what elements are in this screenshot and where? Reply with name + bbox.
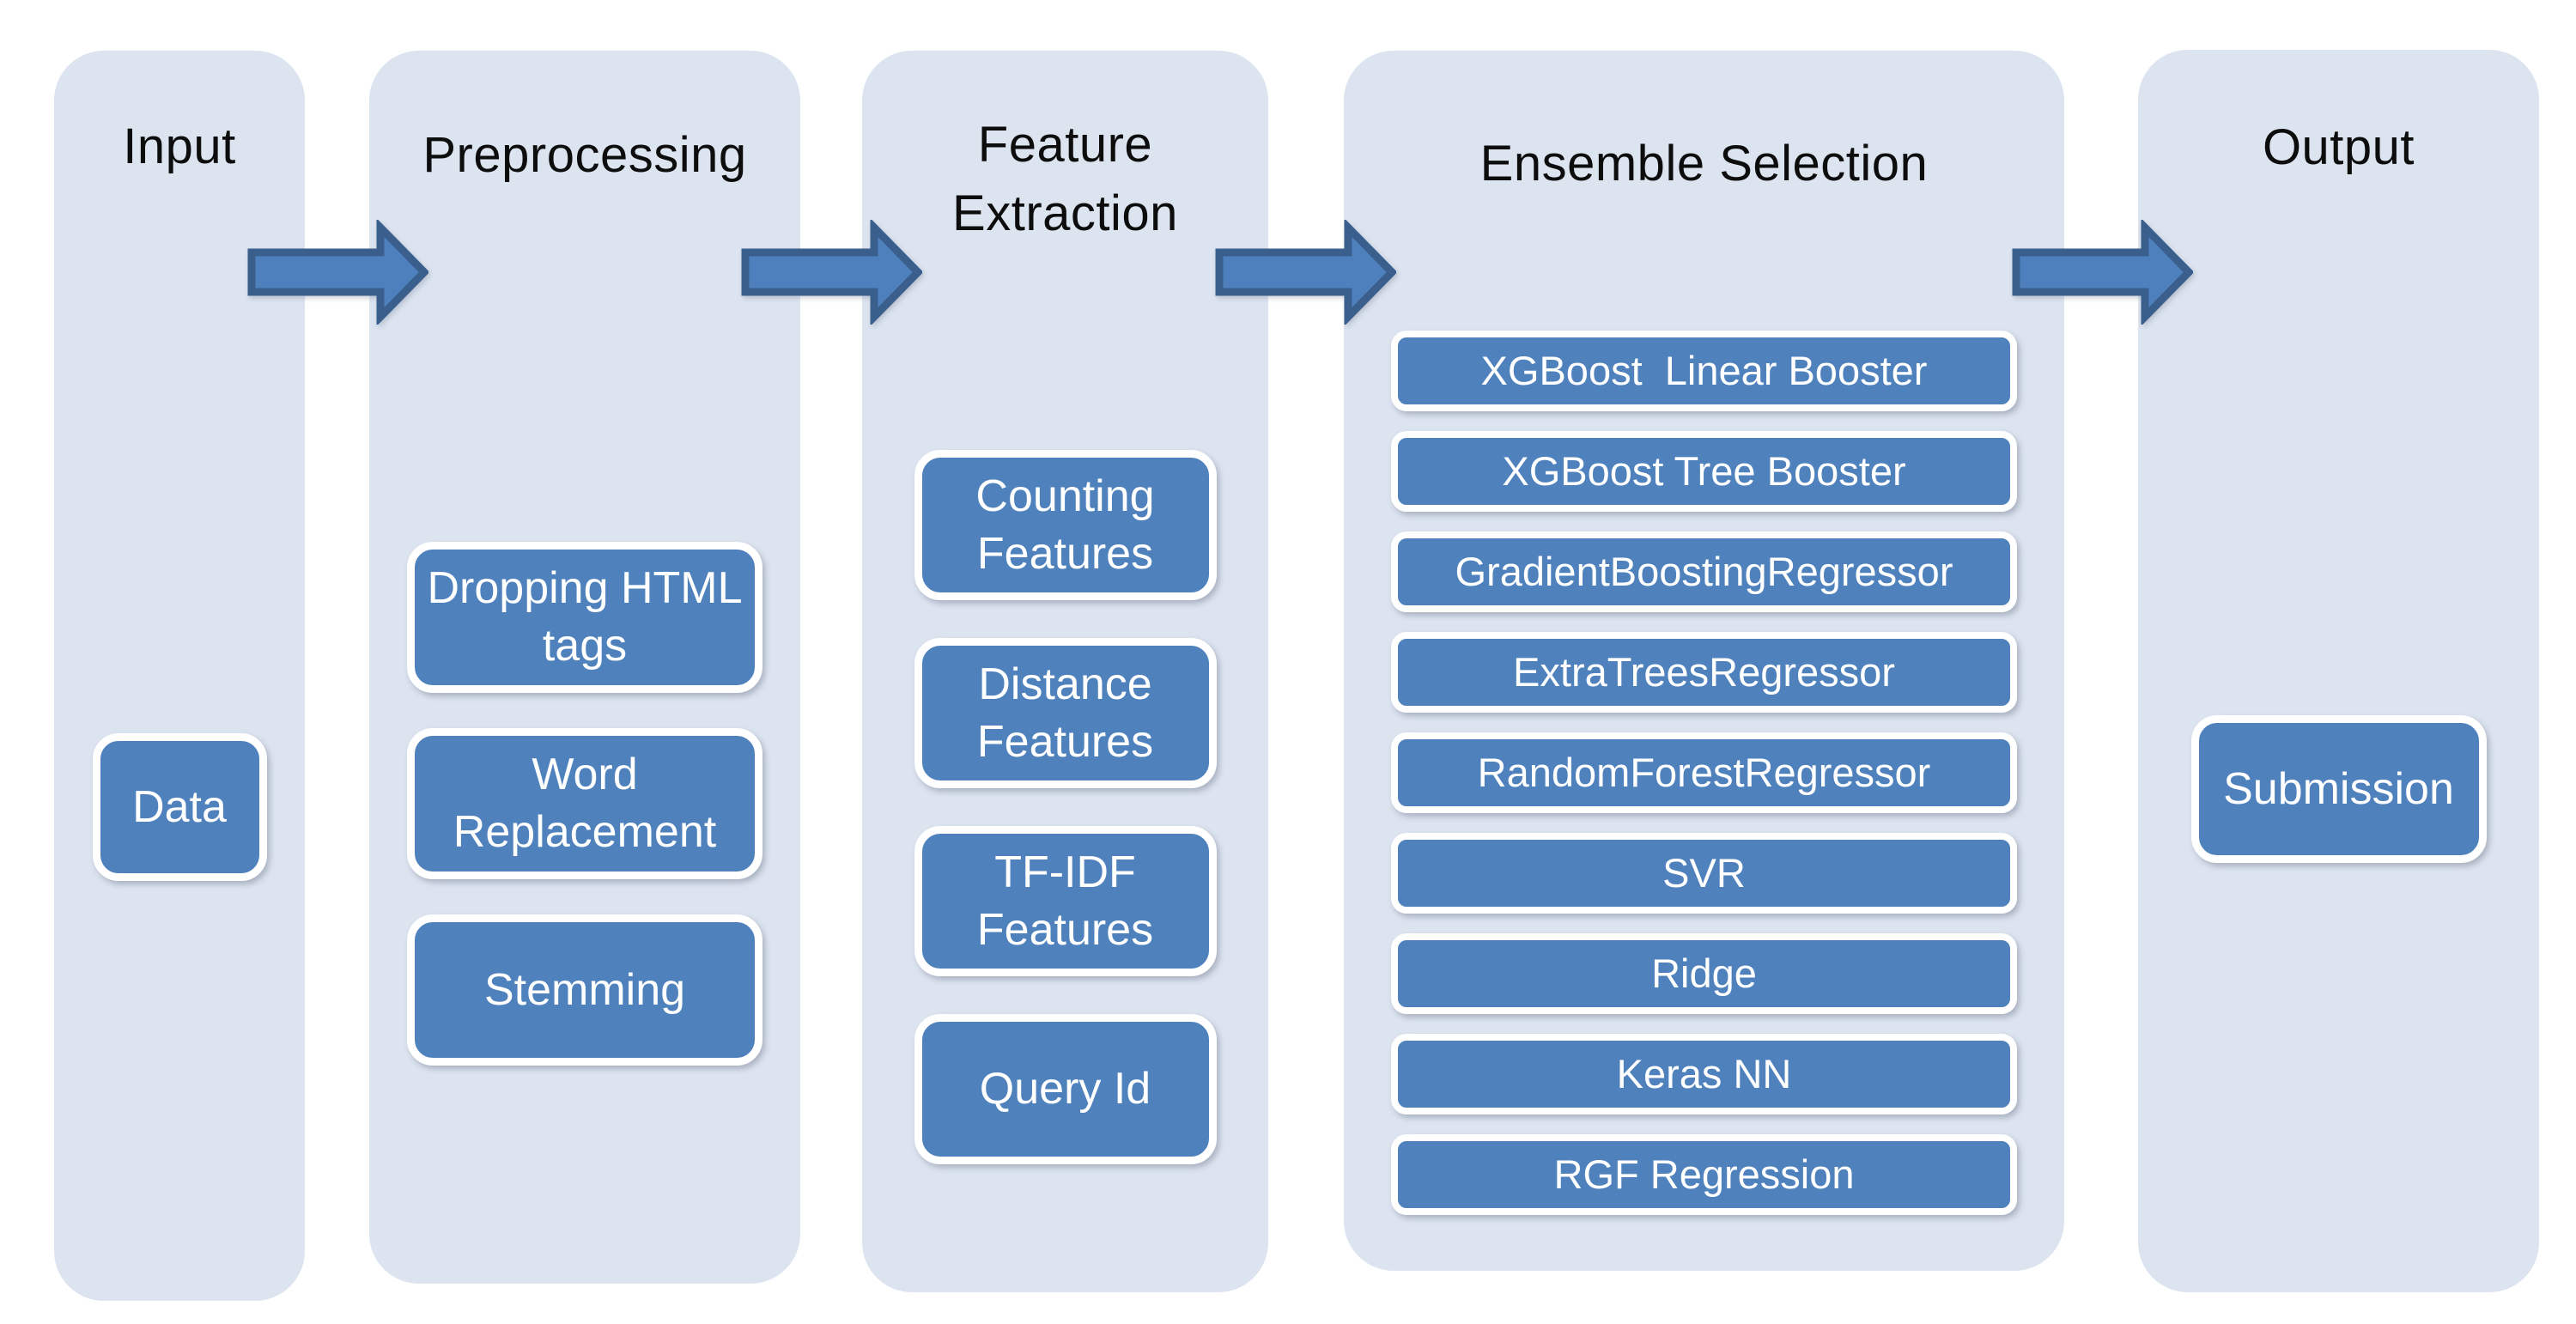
box-dropping-html-tags: Dropping HTML tags — [407, 542, 762, 693]
column-title-preprocessing: Preprocessing — [422, 127, 747, 183]
flow-arrow-icon — [741, 220, 922, 325]
box-query-id: Query Id — [914, 1014, 1217, 1164]
flow-arrow-icon — [1215, 220, 1396, 325]
box-submission: Submission — [2190, 715, 2487, 863]
box-ridge: Ridge — [1391, 933, 2017, 1014]
box-stemming: Stemming — [407, 914, 762, 1066]
box-xgboost-linear-booster: XGBoost Linear Booster — [1391, 331, 2017, 411]
column-title-ensemble-selection: Ensemble Selection — [1479, 136, 1929, 191]
box-rgf-regression: RGF Regression — [1391, 1134, 2017, 1215]
box-distance-features: Distance Features — [914, 638, 1217, 788]
column-title-feature-extraction: Feature Extraction — [952, 117, 1178, 241]
box-extratreesregressor: ExtraTreesRegressor — [1391, 632, 2017, 713]
column-boxes-input: Data — [54, 733, 305, 881]
column-boxes-output: Submission — [2138, 715, 2539, 863]
box-tf-idf-features: TF-IDF Features — [914, 826, 1217, 976]
box-svr: SVR — [1391, 833, 2017, 914]
box-keras-nn: Keras NN — [1391, 1034, 2017, 1114]
flow-arrow-icon — [247, 220, 428, 325]
box-word-replacement: Word Replacement — [407, 728, 762, 879]
box-data: Data — [92, 733, 267, 881]
column-title-input: Input — [123, 118, 236, 174]
box-counting-features: Counting Features — [914, 450, 1217, 600]
box-randomforestregressor: RandomForestRegressor — [1391, 732, 2017, 813]
column-title-output: Output — [2262, 119, 2415, 175]
flow-arrow-icon — [2012, 220, 2193, 325]
box-xgboost-tree-booster: XGBoost Tree Booster — [1391, 431, 2017, 512]
box-gradientboostingregressor: GradientBoostingRegressor — [1391, 531, 2017, 612]
